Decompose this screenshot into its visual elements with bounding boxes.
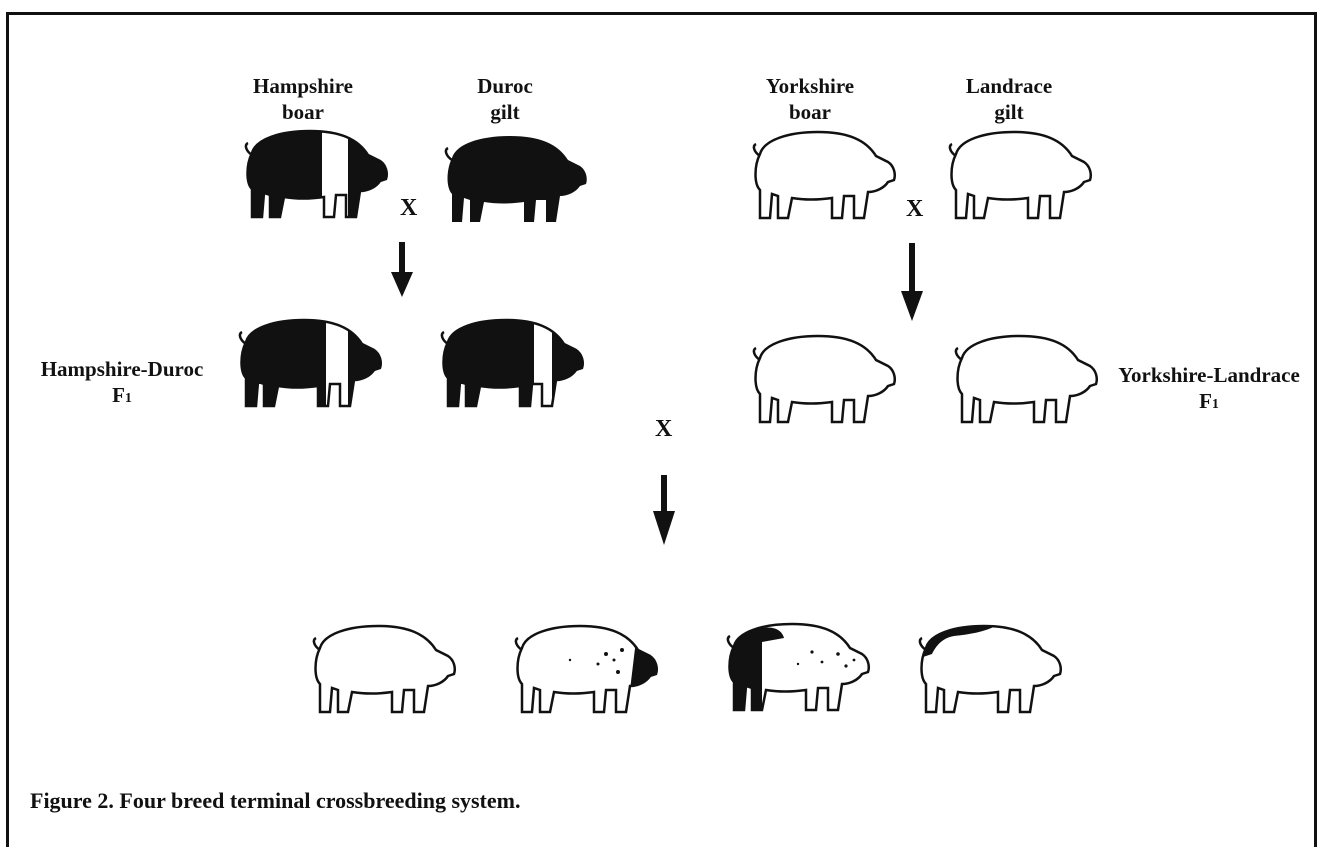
yorkshire-label-line1: Yorkshire [740, 73, 880, 99]
duroc-label-line2: gilt [445, 99, 565, 125]
hampshire-boar-label: Hampshire boar [238, 73, 368, 125]
hampshire-duroc-f1-pig-1 [234, 314, 384, 414]
yorkshire-landrace-f1-pig-2 [950, 330, 1100, 430]
landrace-gilt-label: Landrace gilt [944, 73, 1074, 125]
landrace-label-line1: Landrace [944, 73, 1074, 99]
hampshire-duroc-f1-pig-2 [436, 314, 586, 414]
hampshire-duroc-f1-line1: Hampshire-Duroc [22, 356, 222, 382]
f1-left-letter: F [112, 383, 125, 407]
yorkshire-landrace-f1-pig-1 [748, 330, 898, 430]
landrace-gilt-pig [944, 126, 1094, 226]
figure-caption: Figure 2. Four breed terminal crossbreed… [30, 788, 520, 814]
f1-right-letter: F [1199, 389, 1212, 413]
offspring-pig-3 [722, 618, 872, 718]
offspring-pig-4 [914, 620, 1064, 720]
hampshire-label-line1: Hampshire [238, 73, 368, 99]
arrow-down-right [900, 243, 924, 323]
hampshire-boar-pig [240, 125, 390, 225]
hampshire-label-line2: boar [238, 99, 368, 125]
f1-left-subscript: 1 [125, 391, 132, 406]
yorkshire-landrace-f1-label: Yorkshire-Landrace F1 [1102, 362, 1316, 418]
yorkshire-label-line2: boar [740, 99, 880, 125]
duroc-gilt-label: Duroc gilt [445, 73, 565, 125]
cross-symbol-left: X [400, 195, 417, 222]
hampshire-duroc-f1-label: Hampshire-Duroc F1 [22, 356, 222, 412]
yorkshire-boar-label: Yorkshire boar [740, 73, 880, 125]
cross-symbol-right: X [906, 196, 923, 223]
f1-right-subscript: 1 [1212, 397, 1219, 412]
cross-symbol-center: X [655, 416, 672, 443]
landrace-label-line2: gilt [944, 99, 1074, 125]
arrow-down-left [390, 242, 414, 298]
offspring-pig-2 [510, 620, 660, 720]
yorkshire-boar-pig [748, 126, 898, 226]
duroc-label-line1: Duroc [445, 73, 565, 99]
arrow-down-center [652, 475, 676, 547]
offspring-pig-1 [308, 620, 458, 720]
duroc-gilt-pig [440, 130, 590, 230]
yorkshire-landrace-f1-line1: Yorkshire-Landrace [1102, 362, 1316, 388]
